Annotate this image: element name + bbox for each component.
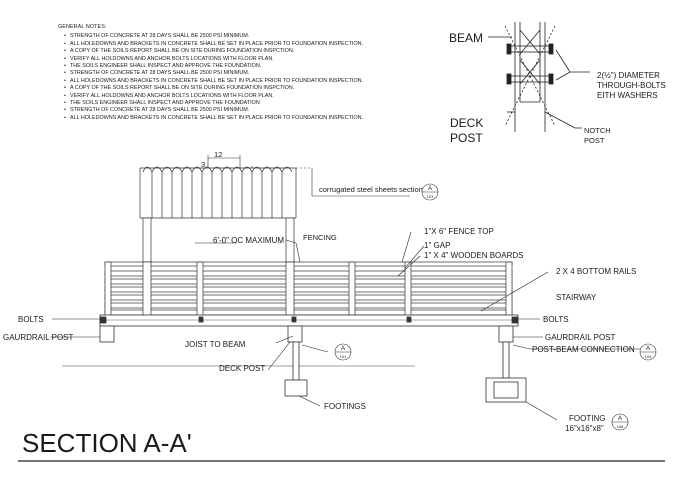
- bolt-right: [511, 316, 519, 324]
- bottom-rails-label: 2 X 4 BOTTOM RAILS: [556, 267, 636, 276]
- corrugated-roof: [139, 166, 297, 263]
- boards-label: 1" X 4" WOODEN BOARDS: [424, 251, 523, 260]
- footing-label: FOOTING: [569, 414, 605, 423]
- stairway-label: STAIRWAY: [556, 293, 597, 302]
- tag-letter: A: [341, 346, 345, 352]
- joist-label: JOIST TO BEAM: [185, 340, 246, 349]
- dim-3: 3: [201, 160, 205, 169]
- fence: [104, 261, 513, 317]
- beam-label: BEAM: [449, 31, 483, 45]
- fence-top-rail: [104, 261, 513, 267]
- wooden-boards: [104, 270, 513, 309]
- beam-post-detail: [488, 22, 590, 132]
- tag-number: 103: [427, 194, 434, 199]
- guardrail-label-left: GAURDRAIL POST: [3, 333, 73, 342]
- note-item: ALL HOLEDOWNS AND BRACKETS IN CONCRETE S…: [64, 41, 418, 49]
- section-tag-103: A 103: [421, 183, 439, 201]
- bolt-left: [99, 316, 107, 324]
- note-item: STRENGTH OF CONCRETE AT 28 DAYS SHALL BE…: [64, 107, 418, 115]
- fence-post: [285, 261, 295, 317]
- note-item: ALL HOLEDOWNS AND BRACKETS IN CONCRETE S…: [64, 78, 418, 86]
- note-item: VERIFY ALL HOLDOWNS AND ANCHOR BOLTS LOC…: [64, 56, 418, 64]
- post-label: POST: [450, 131, 483, 145]
- wooden-board: [104, 302, 513, 309]
- fence-post: [196, 261, 204, 317]
- roof-dimension: [207, 155, 410, 197]
- general-notes-list: STRENGTH OF CONCRETE AT 28 DAYS SHALL BE…: [58, 33, 418, 122]
- deck-post-label: DECK POST: [219, 364, 265, 373]
- wooden-board: [104, 286, 513, 293]
- section-title: SECTION A-A': [22, 428, 192, 458]
- section-tag-101: A 101: [334, 343, 352, 361]
- note-item: THE SOILS ENGINEER SHALL INSPECT AND APP…: [64, 63, 418, 71]
- note-item: ALL HOLEDOWNS AND BRACKETS IN CONCRETE S…: [64, 115, 418, 123]
- tag-number: 104: [645, 354, 652, 359]
- fence-top-label: 1"X 6" FENCE TOP: [424, 227, 494, 236]
- fence-end-post: [505, 261, 513, 317]
- general-notes-heading: GENERAL NOTES:: [58, 24, 107, 30]
- guardrail-post-block: [99, 325, 115, 343]
- general-notes: GENERAL NOTES: STRENGTH OF CONCRETE AT 2…: [58, 24, 418, 123]
- fence-post: [142, 261, 152, 317]
- note-item: VERIFY ALL HOLDOWNS AND ANCHOR BOLTS LOC…: [64, 93, 418, 101]
- corrugation-lines: [151, 172, 283, 218]
- wooden-board: [104, 270, 513, 277]
- bolt-note-line2: THROUGH-BOLTS: [597, 81, 666, 90]
- footings: [284, 341, 527, 403]
- deck-beam: [99, 314, 519, 343]
- section-tag-106: A 106: [611, 413, 629, 431]
- footings-label: FOOTINGS: [324, 402, 366, 411]
- notch-label-line1: NOTCH: [584, 126, 611, 135]
- tag-number: 106: [617, 424, 624, 429]
- joist-block: [287, 325, 303, 343]
- post-beam-label: POST-BEAM CONNECTION: [532, 345, 635, 354]
- guardrail-post-block: [498, 325, 514, 343]
- fence-post: [348, 261, 356, 317]
- notch-label-line2: POST: [584, 136, 605, 145]
- section-tag-104: A 104: [639, 343, 657, 361]
- corrugated-label: corrugated steel sheets section: [319, 185, 423, 194]
- dim-12: 12: [214, 150, 222, 159]
- bolt-note-line3: EITH WASHERS: [597, 91, 658, 100]
- wooden-board: [104, 294, 513, 301]
- bolt-note-line1: 2(½") DIAMETER: [597, 71, 660, 80]
- tag-number: 101: [340, 354, 347, 359]
- note-item: STRENGTH OF CONCRETE AT 28 DAYS SHALL BE…: [64, 70, 418, 78]
- note-item: THE SOILS ENGINEER SHALL INSPECT AND APP…: [64, 100, 418, 108]
- note-item: A COPY OF THE SOILS REPORT SHALL BE ON S…: [64, 48, 418, 56]
- spacing-label: 6'-0" OC MAXIMUM: [213, 236, 284, 245]
- gap-label: 1" GAP: [424, 241, 450, 250]
- deck-label: DECK: [450, 116, 483, 130]
- bottom-rail: [104, 309, 513, 316]
- footing-size-label: 16"x16"x8": [565, 424, 604, 433]
- bolts-label-right: BOLTS: [543, 315, 569, 324]
- fencing-label: FENCING: [303, 233, 337, 242]
- fence-end-post: [104, 261, 112, 317]
- note-item: A COPY OF THE SOILS REPORT SHALL BE ON S…: [64, 85, 418, 93]
- tag-letter: A: [428, 186, 432, 192]
- bolts-label-left: BOLTS: [18, 315, 44, 324]
- guardrail-label-right: GAURDRAIL POST: [545, 333, 615, 342]
- leaders: [50, 231, 640, 421]
- fence-post: [404, 261, 412, 317]
- tag-letter: A: [618, 416, 622, 422]
- tag-letter: A: [646, 346, 650, 352]
- note-item: STRENGTH OF CONCRETE AT 28 DAYS SHALL BE…: [64, 33, 418, 41]
- wooden-board: [104, 278, 513, 285]
